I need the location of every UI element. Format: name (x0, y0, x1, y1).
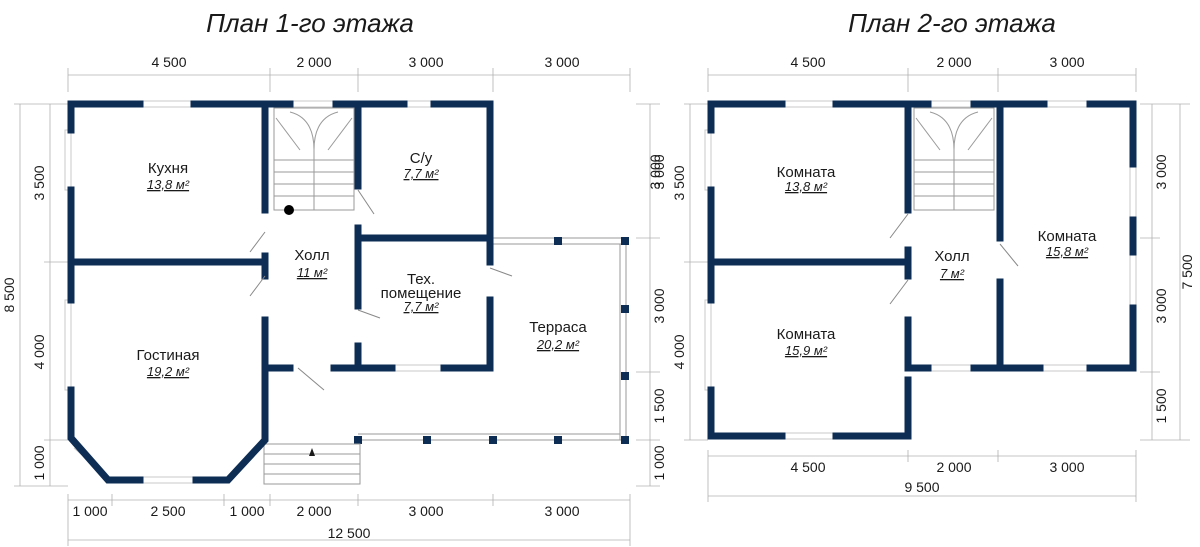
room-p2-hall-area: 7 м² (940, 266, 965, 281)
room-bath-area: 7,7 м² (404, 166, 440, 181)
room-living-name: Гостиная (137, 347, 200, 364)
plan-2-dims-bottom: 4 500 2 000 3 000 9 500 (707, 450, 1137, 502)
room-p2-2-name: Комната (777, 326, 836, 343)
plan-1-room-labels: Кухня 13,8 м² Гостиная 19,2 м² Холл 11 м… (137, 150, 588, 379)
plan-2-dims-right: 3 000 3 000 1 500 7 500 (1140, 103, 1195, 441)
dim-left-1: 3 500 (31, 165, 47, 200)
p2-dim-left-2: 3 500 (671, 165, 687, 200)
plan-2-walls (707, 100, 1137, 440)
p2-dim-right-3: 1 500 (1153, 388, 1169, 423)
p2-dim-bottom-2: 2 000 (936, 459, 971, 475)
room-p2-2-area: 15,9 м² (785, 343, 828, 358)
staircase-1 (273, 107, 355, 215)
dim-top-4: 3 000 (544, 54, 579, 70)
plan-2-dims-left: 3 000 3 500 4 000 (647, 103, 708, 441)
plan-1-walls (67, 100, 494, 484)
room-p2-1-name: Комната (777, 164, 836, 181)
room-living-area: 19,2 м² (147, 364, 190, 379)
p2-dim-right-1: 3 000 (1153, 154, 1169, 189)
dim-top-2: 2 000 (296, 54, 331, 70)
room-terrace-area: 20,2 м² (536, 337, 580, 352)
plan-2-room-labels: Комната 13,8 м² Комната 15,9 м² Холл 7 м… (777, 164, 1097, 358)
dim-top-1: 4 500 (151, 54, 186, 70)
plan-2-title: План 2-го этажа (848, 8, 1056, 38)
dim-left-total: 8 500 (1, 277, 17, 312)
p2-dim-bottom-3: 3 000 (1049, 459, 1084, 475)
room-bath-name: С/у (410, 150, 433, 167)
room-kitchen-name: Кухня (148, 160, 188, 177)
p2-dim-bottom-1: 4 500 (790, 459, 825, 475)
plan-2: План 2-го этажа 4 500 2 000 3 000 3 000 … (647, 8, 1195, 502)
plan-1-title: План 1-го этажа (206, 8, 414, 38)
room-p2-hall-name: Холл (934, 248, 969, 265)
staircase-2 (913, 107, 995, 211)
p2-dim-left-3: 4 000 (671, 334, 687, 369)
p2-dim-top-2: 2 000 (936, 54, 971, 70)
dim-right-3: 1 500 (651, 388, 667, 423)
plan-1-dims-right: 3 000 3 000 1 500 1 000 (636, 103, 667, 487)
p2-dim-right-2: 3 000 (1153, 288, 1169, 323)
plan-1-dims-left: 3 500 4 000 1 000 8 500 (1, 103, 68, 487)
dim-bottom-2: 2 500 (150, 503, 185, 519)
dim-bottom-4: 2 000 (296, 503, 331, 519)
dim-bottom-3: 1 000 (229, 503, 264, 519)
p2-dim-left-1: 3 000 (647, 154, 663, 189)
terrace-outline (354, 237, 629, 444)
plan-2-dims-top: 4 500 2 000 3 000 (707, 54, 1137, 92)
dim-top-3: 3 000 (408, 54, 443, 70)
plan-2-windows (704, 100, 1137, 440)
room-tech-name-2: помещение (381, 285, 462, 302)
room-terrace-name: Терраса (529, 319, 587, 336)
dim-bottom-6: 3 000 (544, 503, 579, 519)
plan-1-doors (249, 189, 513, 391)
dim-left-2: 4 000 (31, 334, 47, 369)
entrance-steps (263, 443, 361, 485)
dim-right-4: 1 000 (651, 445, 667, 480)
room-p2-3-area: 15,8 м² (1046, 244, 1089, 259)
dim-bottom-total: 12 500 (328, 525, 371, 541)
room-p2-1-area: 13,8 м² (785, 179, 828, 194)
p2-dim-bottom-total: 9 500 (904, 479, 939, 495)
dim-bottom-5: 3 000 (408, 503, 443, 519)
dim-right-1: 3 000 (651, 154, 667, 189)
room-hall-name: Холл (294, 247, 329, 264)
p2-dim-top-1: 4 500 (790, 54, 825, 70)
dim-bottom-1: 1 000 (72, 503, 107, 519)
room-p2-3-name: Комната (1038, 228, 1097, 245)
p2-dim-right-total: 7 500 (1179, 254, 1195, 289)
room-tech-area: 7,7 м² (404, 299, 440, 314)
plan-1: План 1-го этажа 4 500 2 000 3 000 3 000 … (1, 8, 667, 546)
dim-right-2: 3 000 (651, 288, 667, 323)
dim-left-3: 1 000 (31, 445, 47, 480)
plan-1-dims-top: 4 500 2 000 3 000 3 000 (67, 54, 631, 92)
room-hall-area: 11 м² (297, 265, 328, 280)
plan-1-dims-bottom: 1 000 2 500 1 000 2 000 3 000 3 000 12 5… (67, 494, 631, 546)
room-tech-name-1: Тех. (407, 271, 435, 288)
p2-dim-top-3: 3 000 (1049, 54, 1084, 70)
room-kitchen-area: 13,8 м² (147, 177, 190, 192)
plan-2-doors (889, 213, 1019, 305)
